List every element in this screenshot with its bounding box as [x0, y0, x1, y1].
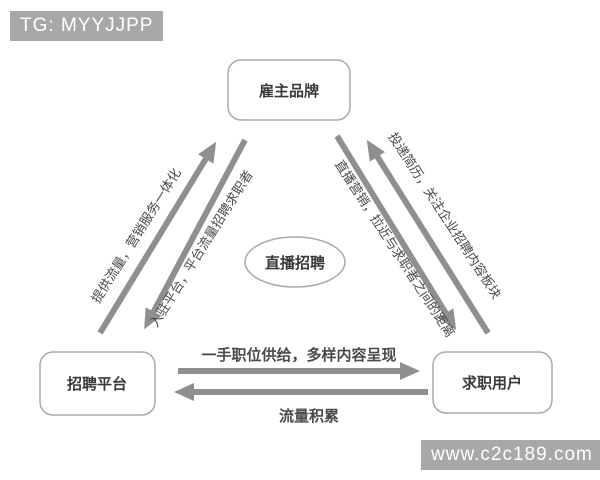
- node-jobseeker-users-label: 求职用户: [462, 374, 522, 392]
- node-jobseeker-users: 求职用户: [432, 351, 553, 414]
- tg-contact-banner: TG: MYYJJPP: [10, 11, 164, 41]
- node-recruitment-platform-box: [39, 351, 156, 416]
- node-employer-brand-box: [227, 59, 351, 121]
- node-recruitment-platform: 招聘平台: [39, 351, 156, 416]
- node-recruitment-platform-label: 招聘平台: [67, 375, 127, 393]
- edge-label-jobseeker-to-platform: 流量积累: [279, 407, 339, 425]
- edge-label-platform-to-jobseeker: 一手职位供给，多样内容呈现: [201, 346, 396, 364]
- node-jobseeker-users-box: [432, 351, 553, 414]
- arrow-employer-to-platform: [144, 138, 248, 330]
- arrow-employer-to-jobseeker: [334, 134, 457, 331]
- node-employer-brand: 雇主品牌: [227, 59, 351, 121]
- node-employer-brand-label: 雇主品牌: [259, 82, 319, 100]
- node-live-recruitment-label: 直播招聘: [265, 254, 325, 272]
- website-watermark: www.c2c189.com: [421, 440, 600, 470]
- node-live-recruitment-ellipse: [244, 236, 346, 288]
- arrow-platform-to-employer: [97, 141, 217, 335]
- arrow-jobseeker-to-employer: [366, 139, 491, 335]
- edge-label-jobseeker-to-employer: 投递简历，关注企业招聘内容板块: [385, 130, 504, 302]
- node-live-recruitment-center: 直播招聘: [244, 236, 346, 288]
